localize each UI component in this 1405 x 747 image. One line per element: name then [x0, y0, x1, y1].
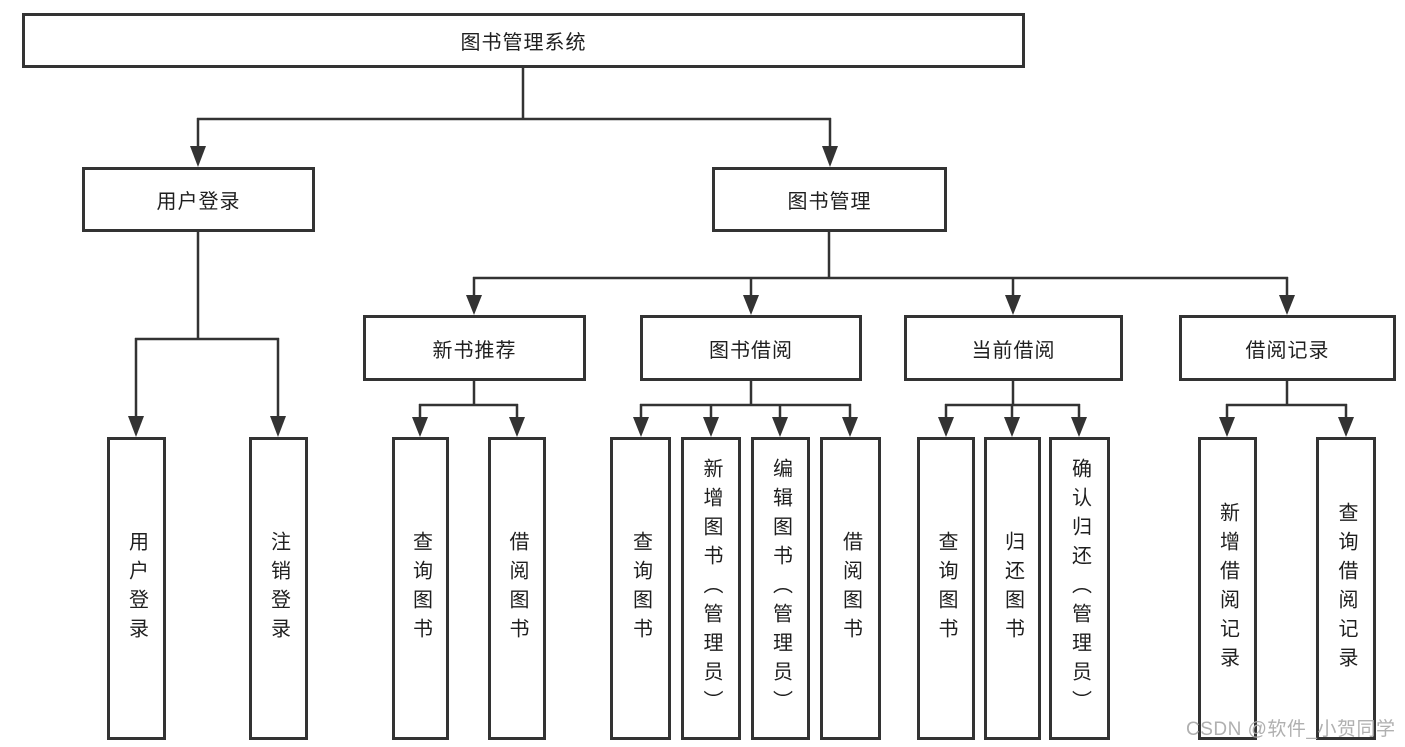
leaf-recommend-query-books: 查询图书	[392, 437, 449, 740]
node-label: 归还图书	[1001, 530, 1024, 647]
node-borrowing-records: 借阅记录	[1179, 315, 1396, 381]
node-label: 新增借阅记录	[1216, 501, 1239, 676]
node-label: 确认归还（管理员）	[1068, 458, 1091, 719]
node-new-book-recommend: 新书推荐	[363, 315, 586, 381]
leaf-current-return-books: 归还图书	[984, 437, 1041, 740]
node-label: 查询图书	[409, 530, 432, 647]
node-label: 查询借阅记录	[1335, 501, 1357, 676]
node-label: 查询图书	[629, 530, 652, 647]
node-label: 新增图书（管理员）	[700, 458, 722, 719]
node-label: 图书管理	[787, 191, 872, 213]
node-label: 借阅记录	[1245, 339, 1330, 362]
leaf-records-query-record: 查询借阅记录	[1316, 437, 1376, 740]
node-label: 注销登录	[267, 530, 290, 647]
watermark: CSDN @软件_小贺同学	[1186, 719, 1396, 740]
leaf-borrowing-borrow-books: 借阅图书	[820, 437, 881, 740]
node-label: 编辑图书（管理员）	[769, 458, 792, 719]
leaf-logout: 注销登录	[249, 437, 308, 740]
node-user-login: 用户登录	[82, 167, 315, 232]
leaf-borrowing-edit-books: 编辑图书（管理员）	[751, 437, 810, 740]
leaf-current-query-books: 查询图书	[917, 437, 975, 740]
node-label: 当前借阅	[971, 339, 1056, 362]
node-label: 查询图书	[935, 530, 957, 647]
leaf-user-login: 用户登录	[107, 437, 166, 740]
node-current-borrowing: 当前借阅	[904, 315, 1123, 381]
node-root: 图书管理系统	[22, 13, 1025, 68]
node-label: 借阅图书	[506, 530, 528, 647]
node-label: 图书借阅	[709, 339, 793, 362]
leaf-recommend-borrow-books: 借阅图书	[488, 437, 546, 740]
node-label: 图书管理系统	[460, 32, 587, 54]
node-book-borrowing: 图书借阅	[640, 315, 862, 381]
node-label: 借阅图书	[839, 530, 862, 647]
leaf-current-confirm-return: 确认归还（管理员）	[1049, 437, 1110, 740]
node-label: 新书推荐	[432, 339, 517, 362]
node-label: 用户登录	[125, 530, 148, 647]
leaf-records-add-record: 新增借阅记录	[1198, 437, 1257, 740]
node-book-management: 图书管理	[712, 167, 947, 232]
node-label: 用户登录	[156, 191, 241, 213]
leaf-borrowing-query-books: 查询图书	[610, 437, 671, 740]
leaf-borrowing-add-books: 新增图书（管理员）	[681, 437, 741, 740]
